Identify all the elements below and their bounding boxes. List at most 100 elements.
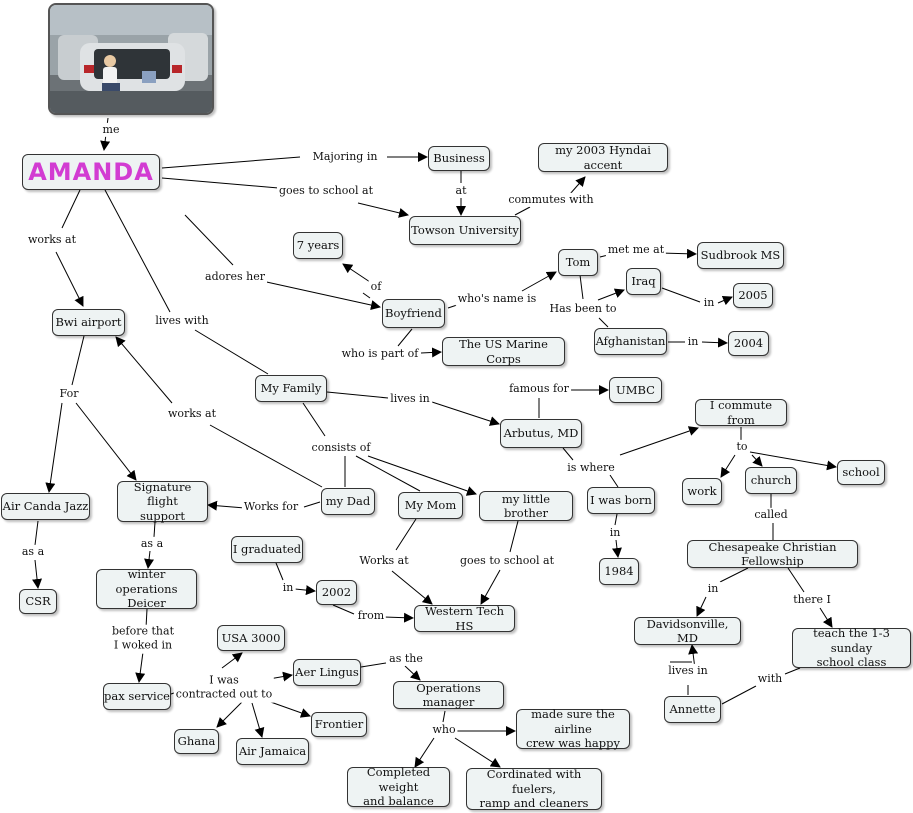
concept-node-arbutus[interactable]: Arbutus, MD	[500, 419, 582, 448]
concept-node-sudbrook[interactable]: Sudbrook MS	[697, 242, 784, 269]
concept-node-commute[interactable]: I commute from	[695, 398, 787, 427]
concept-node-church[interactable]: church	[745, 467, 797, 494]
concept-node-seven-years[interactable]: 7 years	[293, 232, 343, 259]
link-label-bro-school: goes to school at	[458, 553, 556, 569]
link-label-works-at: works at	[25, 232, 79, 248]
link-line	[326, 391, 389, 399]
concept-node-teach[interactable]: teach the 1-3 sunday school class	[792, 626, 911, 669]
concept-node-brother[interactable]: my little brother	[479, 491, 573, 521]
link-label-as-a-deicer: as a	[138, 536, 166, 552]
link-line	[696, 596, 707, 617]
link-label-there-i: there I	[791, 592, 833, 608]
concept-node-y2005[interactable]: 2005	[733, 283, 773, 308]
link-line	[611, 539, 622, 558]
link-line	[661, 287, 701, 303]
link-label-part-of: who is part of	[339, 346, 421, 362]
link-line	[751, 454, 763, 467]
concept-node-usa3000[interactable]: USA 3000	[217, 625, 285, 651]
link-label-works-for: Works for	[241, 499, 301, 515]
link-line	[391, 570, 433, 605]
link-line	[209, 424, 323, 488]
concept-node-annette[interactable]: Annette	[664, 696, 721, 723]
concept-node-work[interactable]: work	[682, 478, 722, 505]
concept-node-born[interactable]: I was born	[587, 487, 655, 514]
concept-node-westtech[interactable]: Western Tech HS	[414, 604, 515, 633]
concept-node-school[interactable]: school	[837, 460, 885, 485]
link-line	[75, 402, 137, 481]
concept-node-bwi[interactable]: Bwi airport	[52, 309, 125, 336]
concept-node-dad[interactable]: my Dad	[321, 488, 375, 515]
concept-node-boyfriend[interactable]: Boyfriend	[382, 299, 445, 328]
link-label-called: called	[752, 507, 790, 523]
link-line	[32, 559, 43, 589]
link-line	[207, 500, 246, 511]
concept-node-tom[interactable]: Tom	[558, 249, 598, 276]
link-line	[614, 513, 618, 526]
concept-node-csr[interactable]: CSR	[19, 589, 57, 614]
link-label-at: at	[453, 183, 469, 199]
link-label-adores: adores her	[203, 269, 267, 285]
concept-node-ghana[interactable]: Ghana	[174, 729, 219, 754]
link-label-has-been: Has been to	[547, 301, 619, 317]
link-line	[395, 518, 417, 551]
link-line	[302, 402, 326, 437]
link-line	[55, 251, 84, 307]
link-label-from: from	[355, 608, 387, 624]
link-line	[261, 280, 381, 310]
concept-node-y2004[interactable]: 2004	[728, 331, 769, 356]
concept-node-pax[interactable]: pax service	[103, 683, 171, 710]
link-label-lives-in: lives in	[388, 391, 432, 407]
concept-node-weight[interactable]: Completed weight and balance	[347, 765, 450, 808]
link-line	[251, 702, 265, 738]
link-label-to: to	[734, 439, 750, 455]
concept-node-airjamaica[interactable]: Air Jamaica	[236, 738, 309, 765]
link-label-before: before that I woked in	[110, 624, 176, 654]
concept-node-towson[interactable]: Towson University	[409, 216, 521, 245]
concept-node-business[interactable]: Business	[428, 146, 490, 171]
concept-node-marines[interactable]: The US Marine Corps	[442, 337, 565, 366]
concept-node-y1984[interactable]: 1984	[599, 558, 639, 585]
concept-node-graduated[interactable]: I graduated	[231, 536, 303, 563]
link-line	[787, 567, 805, 593]
concept-node-y2002[interactable]: 2002	[316, 580, 357, 605]
concept-node-family[interactable]: My Family	[255, 375, 327, 402]
link-line	[303, 501, 321, 508]
concept-node-aerlingus[interactable]: Aer Lingus	[293, 659, 361, 686]
concept-node-signature[interactable]: Signature flight support	[117, 480, 208, 523]
concept-node-davidsonville[interactable]: Davidsonville, MD	[634, 617, 741, 645]
root-node-amanda[interactable]: AMANDA	[22, 154, 160, 190]
link-label-me: me	[100, 122, 122, 138]
link-label-contracted: I was contracted out to	[173, 673, 275, 703]
concept-node-ccf[interactable]: Chesapeake Christian Fellowship	[687, 540, 858, 568]
link-line	[579, 274, 584, 300]
concept-node-opsmgr[interactable]: Operations manager	[393, 681, 504, 709]
link-line	[717, 295, 733, 306]
link-line	[161, 177, 291, 190]
link-line	[431, 401, 500, 426]
concept-node-afghanistan[interactable]: Afghanistan	[594, 328, 667, 355]
concept-node-deicer[interactable]: winter operations Deicer	[96, 567, 197, 610]
concept-node-umbc[interactable]: UMBC	[609, 377, 662, 403]
link-line	[420, 347, 442, 358]
link-label-who: who	[430, 722, 458, 738]
link-line	[61, 189, 81, 229]
concept-node-mom[interactable]: My Mom	[398, 492, 463, 519]
link-label-is-where: is where	[565, 460, 617, 476]
concept-node-fuelers[interactable]: Cordinated with fuelers, ramp and cleane…	[466, 767, 602, 810]
link-line	[514, 206, 531, 216]
link-line	[34, 520, 39, 546]
link-line	[275, 562, 284, 581]
concept-node-aircanada[interactable]: Air Canda Jazz	[1, 493, 90, 520]
link-label-lives-in2: lives in	[666, 663, 710, 679]
link-line	[701, 337, 728, 348]
link-label-in-2004: in	[685, 334, 701, 350]
concept-node-hyundai[interactable]: my 2003 Hyndai accent	[538, 143, 668, 172]
link-line	[521, 271, 557, 292]
link-line	[355, 455, 421, 492]
concept-node-frontier[interactable]: Frontier	[311, 712, 367, 737]
link-label-majoring: Majoring in	[310, 149, 380, 165]
link-line	[719, 567, 749, 583]
concept-node-happy[interactable]: made sure the airline crew was happy	[516, 707, 630, 750]
link-line	[749, 451, 837, 471]
concept-node-iraq[interactable]: Iraq	[626, 268, 661, 295]
